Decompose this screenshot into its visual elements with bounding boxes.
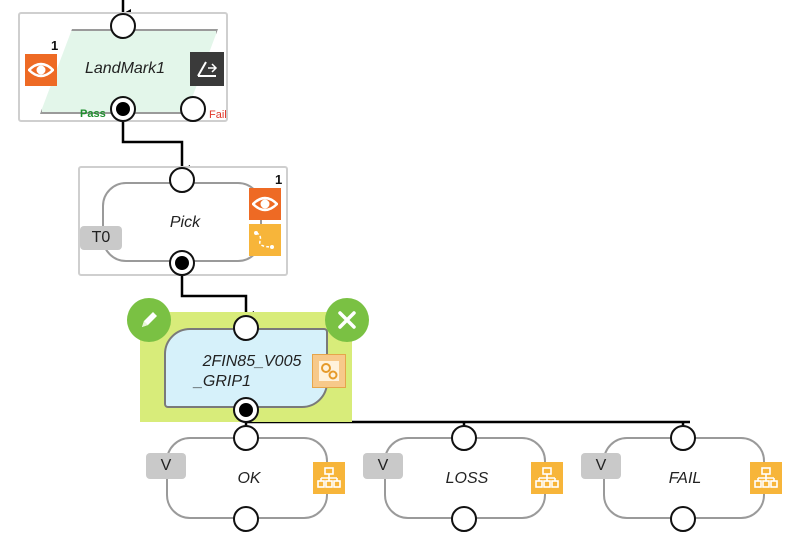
connector-landmark-pick bbox=[121, 110, 190, 175]
grip-label: 2FIN85_V005 _GRIP1 bbox=[182, 352, 322, 392]
subflow-icon[interactable] bbox=[750, 462, 782, 494]
landmark-transform-icon[interactable] bbox=[190, 52, 224, 86]
grip-node-selection[interactable]: 2FIN85_V005 _GRIP1 bbox=[140, 312, 352, 422]
pass-label: Pass bbox=[80, 108, 106, 120]
pick-label: Pick bbox=[169, 214, 201, 231]
outcome-loss-output-port[interactable] bbox=[451, 506, 477, 532]
grip-input-port[interactable] bbox=[233, 315, 259, 341]
landmark-input-port[interactable] bbox=[110, 13, 136, 39]
outcome-tag: V bbox=[363, 453, 403, 479]
pick-count: 1 bbox=[275, 172, 283, 187]
pick-input-port[interactable] bbox=[169, 167, 195, 193]
edit-pencil-icon[interactable] bbox=[127, 298, 171, 342]
connector-pick-grip bbox=[180, 266, 254, 321]
outcome-tag: V bbox=[146, 453, 186, 479]
gripper-settings-icon[interactable] bbox=[312, 354, 346, 388]
grip-output-port[interactable] bbox=[233, 397, 259, 423]
subflow-icon[interactable] bbox=[531, 462, 563, 494]
outcome-tag: V bbox=[581, 453, 621, 479]
path-icon[interactable] bbox=[249, 224, 281, 256]
vision-eye-icon[interactable] bbox=[249, 188, 281, 220]
pick-output-port[interactable] bbox=[169, 250, 195, 276]
outcome-loss-input-port[interactable] bbox=[451, 425, 477, 451]
pick-tool-tag: T0 bbox=[80, 226, 122, 250]
vision-eye-icon[interactable] bbox=[25, 54, 57, 86]
outcome-ok-input-port[interactable] bbox=[233, 425, 259, 451]
subflow-icon[interactable] bbox=[313, 462, 345, 494]
grip-label-line2: _GRIP1 bbox=[194, 373, 251, 390]
landmark-count: 1 bbox=[51, 38, 59, 53]
outcome-fail-output-port[interactable] bbox=[670, 506, 696, 532]
outcome-label-fail: FAIL bbox=[668, 470, 702, 487]
outcome-fail-input-port[interactable] bbox=[670, 425, 696, 451]
outcome-label-ok: OK bbox=[237, 470, 261, 487]
outcome-ok-output-port[interactable] bbox=[233, 506, 259, 532]
landmark-label: LandMark1 bbox=[84, 60, 166, 77]
grip-label-line1: 2FIN85_V005 bbox=[202, 353, 302, 370]
landmark-fail-port[interactable] bbox=[180, 96, 206, 122]
outcome-label-loss: LOSS bbox=[445, 470, 489, 487]
landmark-pass-port[interactable] bbox=[110, 96, 136, 122]
fail-label: Fail bbox=[209, 109, 227, 121]
close-x-icon[interactable] bbox=[325, 298, 369, 342]
